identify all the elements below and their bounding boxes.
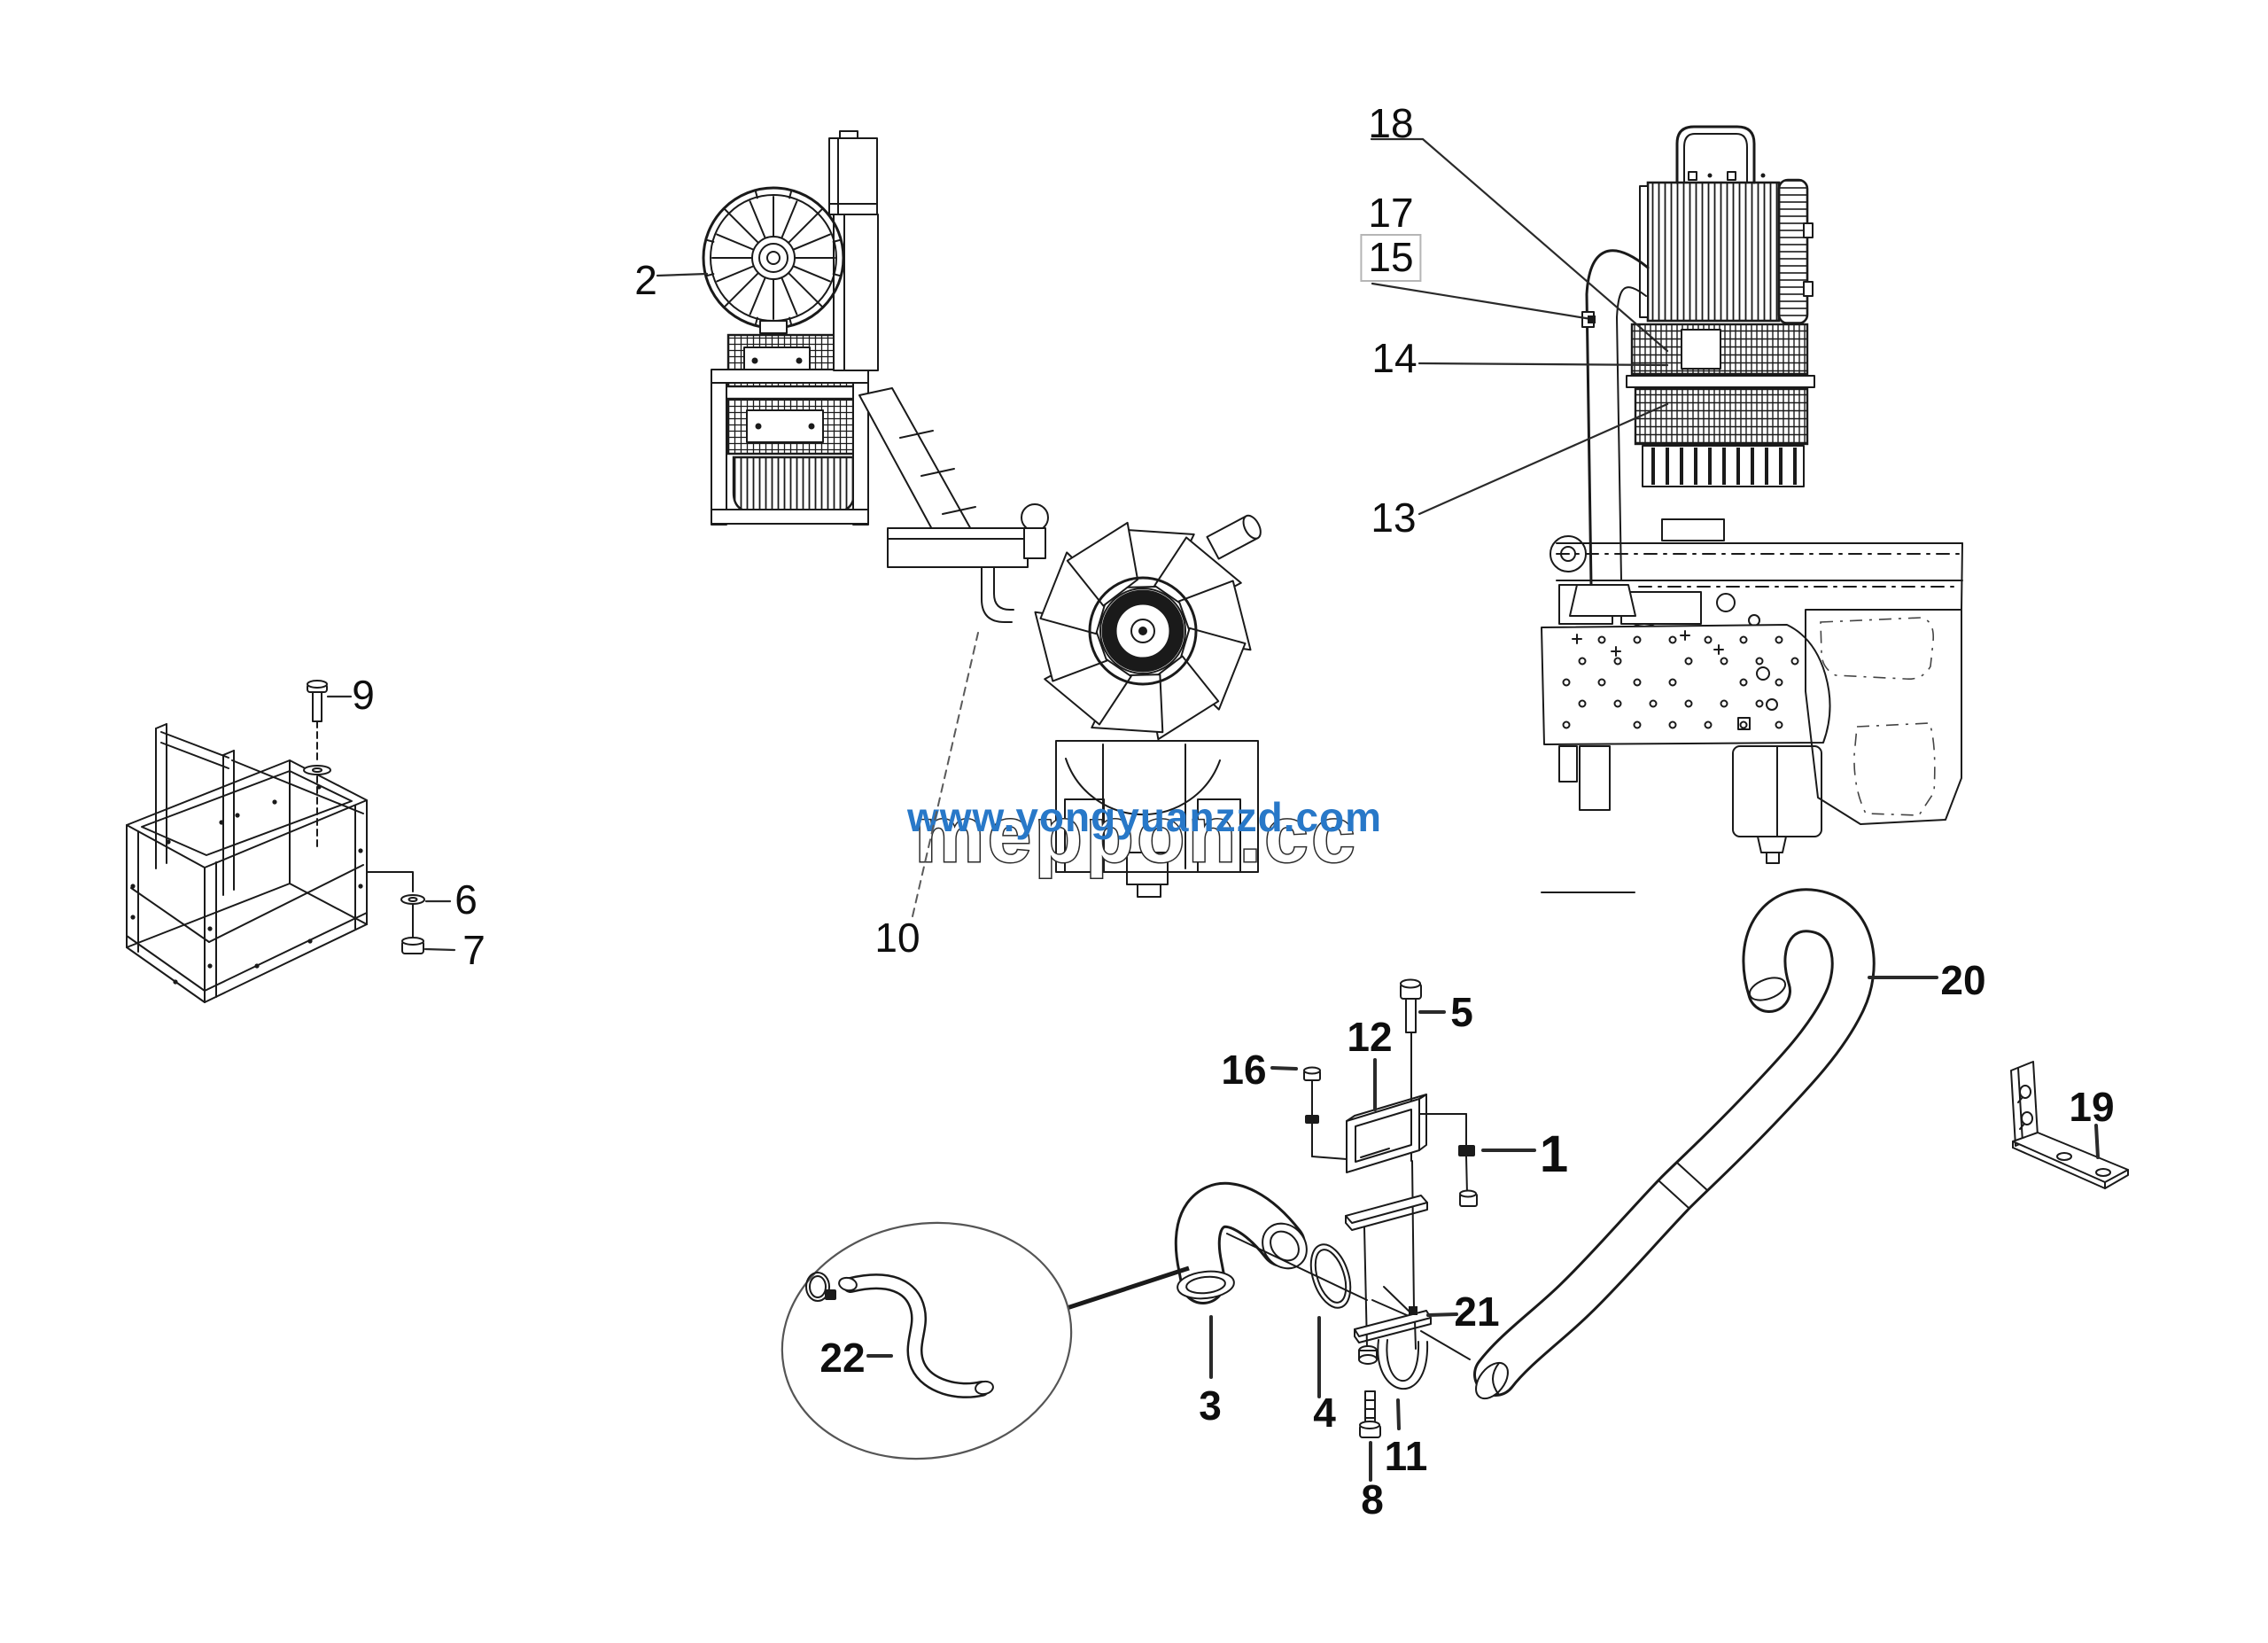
callout-leader-18 [1370,137,1669,353]
plate-holes [1562,635,1799,729]
callout-leader-7 [423,947,456,952]
washer-6-drawing [400,894,425,938]
expansion-tank-drawing [828,130,878,215]
side-panel-drawing [1805,609,1962,825]
engine-assembly-drawing [887,503,1262,898]
nut-16-drawing [1303,1066,1348,1160]
hose-clamp-22-drawing [805,1272,836,1302]
watermark-site-text: www.yongyuanzzd.com [906,794,1382,840]
nut-7-drawing [401,937,424,954]
watermark-overlay-text: meppon.cc [915,790,1359,878]
elbow-hose-3-drawing [1174,1181,1308,1304]
callout-leader-13 [1418,402,1669,516]
engine-fan-drawing [1034,521,1252,741]
nuts-1-drawing [1418,1113,1478,1207]
callout-leader-lines [326,137,2100,1482]
intake-hose-drawing [1473,888,1876,1400]
air-cleaner-drawing [1639,178,1814,325]
lower-grille-drawing [1642,445,1805,487]
bracket-12-drawing [1346,1094,1427,1173]
bolt-9-drawing [307,680,328,763]
callout-leader-10 [912,632,979,917]
clamp-plates-21-drawing [1354,1286,1432,1343]
radiator-assembly-drawing [702,130,977,551]
detail-bubble [781,1221,1190,1460]
assembly-axis-line-2 [1420,1330,1471,1360]
washer-under-bolt-9 [303,765,331,852]
support-rod-assembly-drawing [1303,978,1478,1438]
upper-clamp-strap-drawing [1345,1195,1428,1231]
callout-leader-14 [1418,362,1669,367]
hose-clamp-4-drawing [1309,1243,1352,1309]
callout-leader-15 [1371,282,1593,321]
air-chute-drawing [858,387,977,551]
breather-hose-22-drawing [838,1273,994,1398]
callout-marker-15 [1588,315,1596,323]
assembly-axis-line [1226,1233,1368,1301]
detail-bubble-pointer [1055,1265,1190,1314]
l-bracket-drawing [2010,1061,2129,1189]
callout-leader-21 [1426,1312,1458,1317]
bolt-5-drawing [1400,978,1422,1033]
mounting-frame-drawing [126,680,425,1003]
callout-leader-19 [2094,1124,2100,1159]
cooling-fan-drawing [702,186,845,334]
frame-bolt-holes [130,784,363,985]
u-bolt-11-drawing [1358,1339,1429,1390]
plate-plus-marks [1572,630,1724,657]
machine-overview-drawing [1541,125,1963,893]
callout-leader-2 [656,272,709,277]
chassis-plate-drawing [1541,624,1831,745]
callout-leader-11 [1396,1398,1401,1430]
callout-leader-16 [1270,1066,1298,1071]
bolt-8-drawing [1359,1390,1381,1438]
